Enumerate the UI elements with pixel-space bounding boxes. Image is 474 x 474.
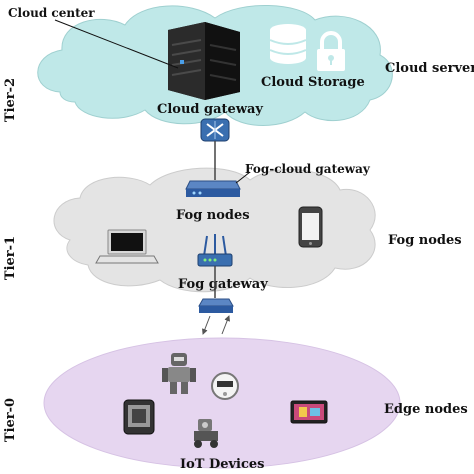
robot-icon [162,353,196,394]
sensor-device-icon [194,419,218,448]
smart-display-icon [290,400,328,424]
arrow-right [221,315,230,335]
database-icon [269,24,307,64]
fog-nodes-inner-label: Fog nodes [176,208,250,223]
arrow-left [202,315,211,335]
router-icon [200,118,230,142]
cloud-center-label: Cloud center [8,6,95,20]
fog-nodes-layer-label: Fog nodes [388,233,462,248]
lock-icon [317,31,345,71]
laptop-icon [95,229,159,264]
cloud-storage-label: Cloud Storage [261,75,365,90]
switch-icon [185,180,241,197]
smartphone-icon [298,206,323,248]
fog-cloud-gateway-pointer [235,171,251,184]
cloud-gateway-label: Cloud gateway [157,102,263,117]
smart-meter-icon [211,372,239,400]
fog-cloud-gateway-label: Fog-cloud gateway [245,162,371,176]
iot-devices-label: IoT Devices [180,457,265,472]
fog-gateway-label: Fog gateway [178,277,268,292]
cloud-center-pointer [54,19,179,69]
wifi-router-icon [197,234,233,267]
cloud-server-label: Cloud server [385,61,474,76]
tablet-icon [123,399,155,435]
server-rack-icon [168,22,240,100]
edge-ellipse [43,337,401,469]
tier-1-label: Tier-1 [3,236,18,280]
edge-nodes-label: Edge nodes [384,402,468,417]
tier-2-label: Tier-2 [3,78,18,122]
edge-switch-icon [198,298,234,313]
tier-0-label: Tier-0 [3,398,18,442]
